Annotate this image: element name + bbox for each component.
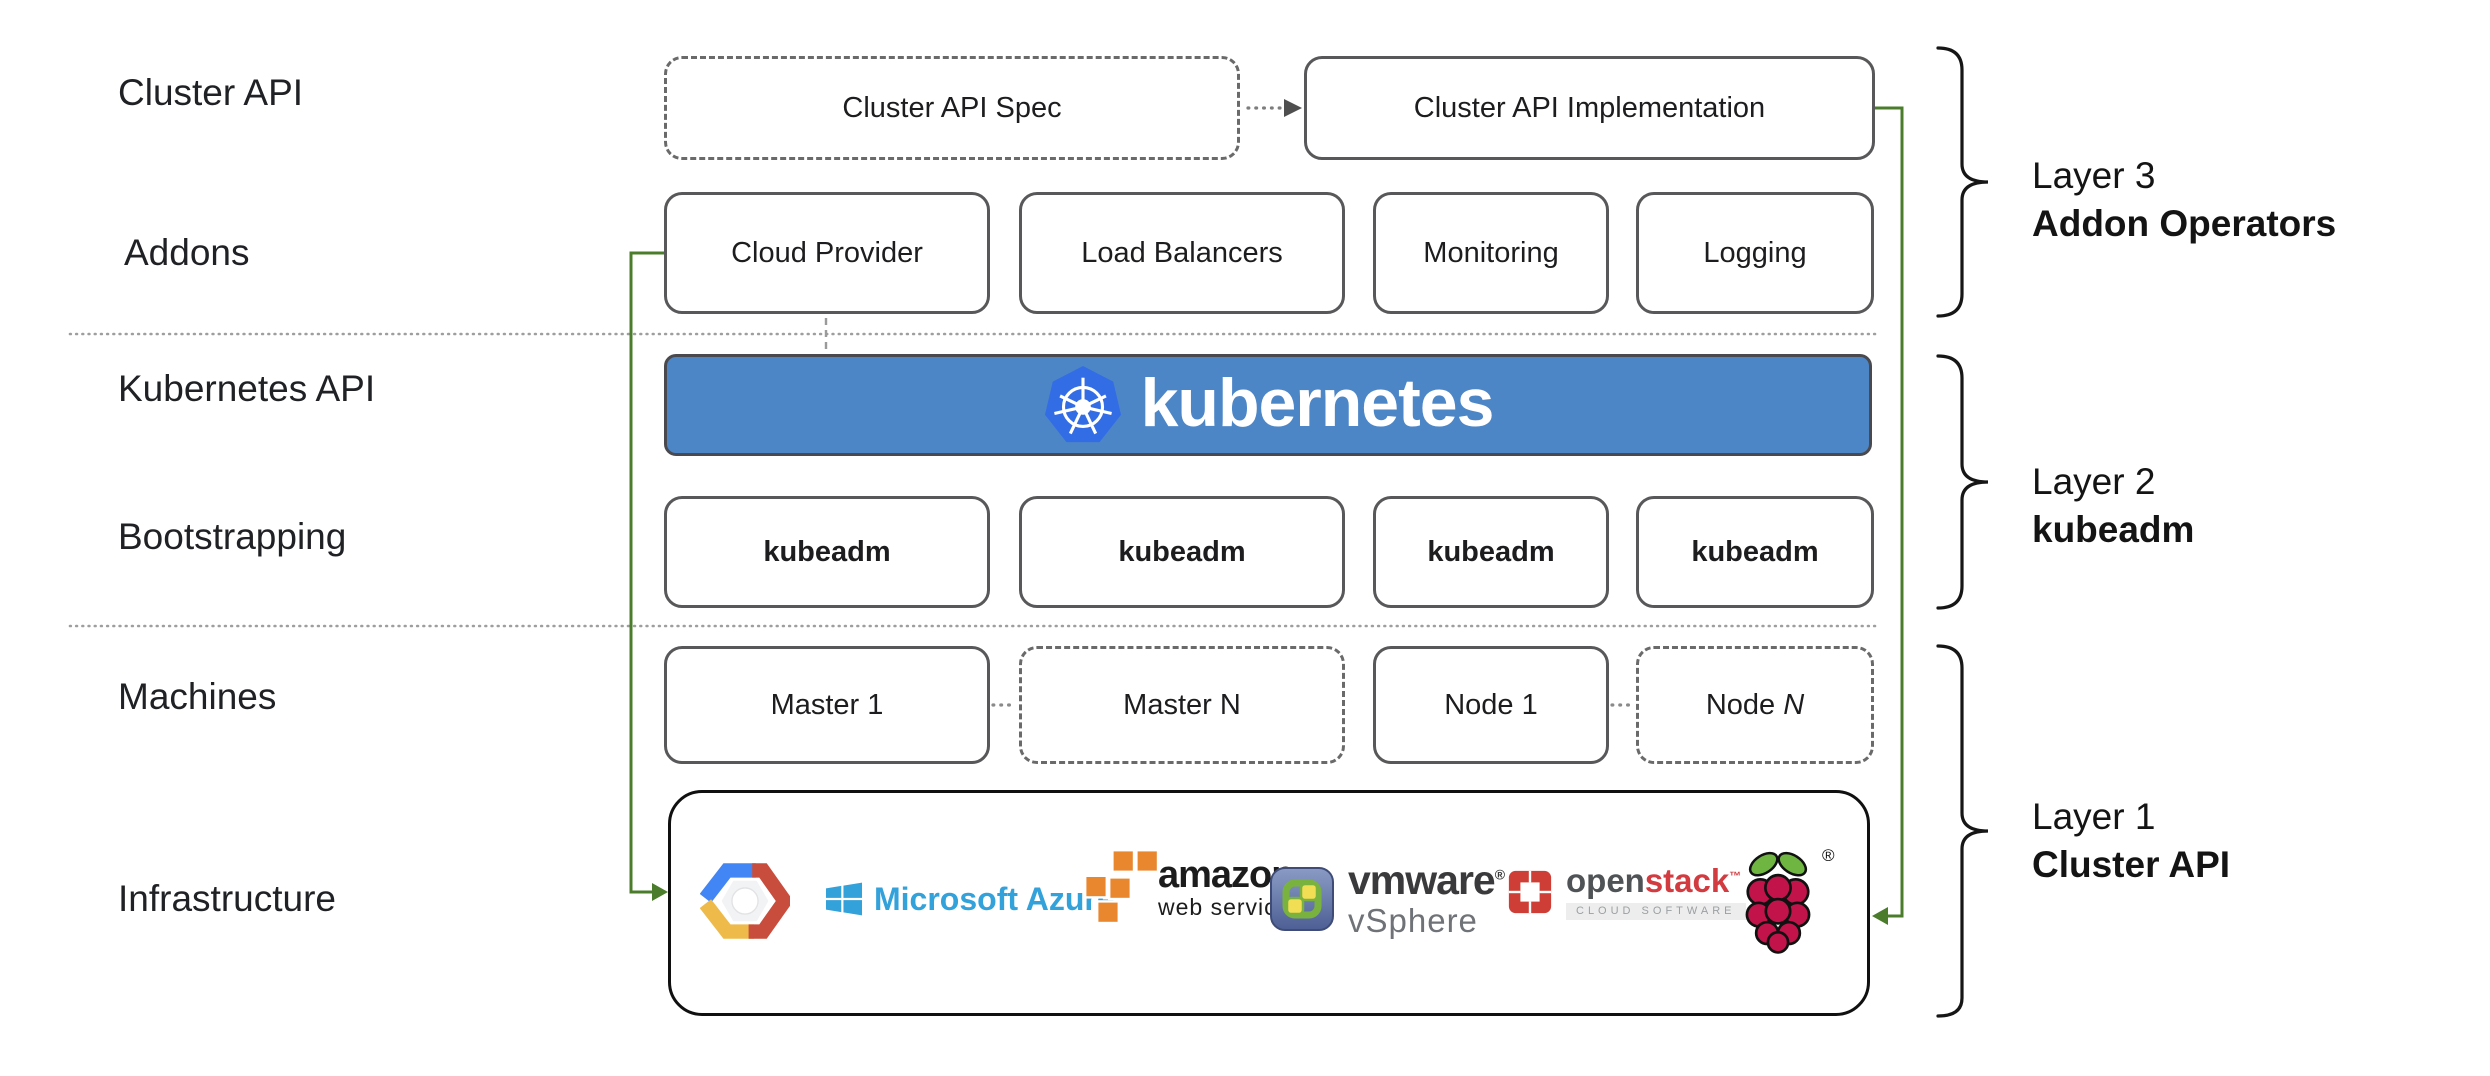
layer-2-subtitle: kubeadm	[2032, 509, 2195, 550]
cluster-api-implementation-box: Cluster API Implementation	[1304, 56, 1875, 160]
raspberry-pi-reg-mark: ®	[1822, 846, 1835, 865]
vsphere-tile-icon	[1270, 866, 1334, 931]
layer-1-brace	[1936, 644, 1989, 1018]
kubeadm-box-1: kubeadm	[664, 496, 990, 608]
vmware-label: vmware	[1348, 857, 1496, 903]
layer-2-brace	[1936, 354, 1989, 610]
kubeadm-box-4: kubeadm	[1636, 496, 1874, 608]
raspberry-pi-icon	[1745, 851, 1811, 954]
openstack-icon	[1508, 870, 1552, 914]
addon-box-logging: Logging	[1636, 192, 1874, 314]
machine-box-master-1: Master 1	[664, 646, 990, 764]
node-n-suffix: N	[1783, 688, 1805, 721]
right-green-arrowhead	[1872, 907, 1888, 925]
layer-3-brace	[1936, 46, 1989, 318]
layer-3-title: Layer 3	[2032, 155, 2156, 196]
google-cloud-logo	[700, 852, 790, 950]
openstack-tm-mark: ™	[1729, 869, 1742, 883]
vsphere-sublabel: vSphere	[1348, 902, 1478, 939]
addon-box-load-balancers: Load Balancers	[1019, 192, 1345, 314]
layer-1-subtitle: Cluster API	[2032, 844, 2231, 885]
layer-2-title: Layer 2	[2032, 461, 2156, 502]
openstack-logo: openstack™ CLOUD SOFTWARE	[1506, 864, 1746, 920]
row-label-machines: Machines	[118, 676, 277, 717]
machine-box-node-1: Node 1	[1373, 646, 1609, 764]
azure-label: Microsoft Azure	[874, 880, 1115, 917]
layer-1-label: Layer 1 Cluster API	[2032, 793, 2230, 889]
kubernetes-logo-icon	[1044, 365, 1121, 443]
openstack-label-stack: stack	[1644, 862, 1730, 899]
google-cloud-hexagon-icon	[700, 863, 790, 939]
row-label-bootstrapping: Bootstrapping	[118, 516, 347, 557]
kubernetes-banner: kubernetes	[664, 354, 1872, 456]
layer-2-label: Layer 2 kubeadm	[2032, 458, 2194, 554]
addon-box-monitoring: Monitoring	[1373, 192, 1609, 314]
row-label-cluster-api: Cluster API	[118, 72, 304, 113]
microsoft-azure-logo: Microsoft Azure	[826, 876, 1115, 922]
windows-flag-icon	[826, 882, 862, 916]
implementation-to-infrastructure-green-line	[1875, 106, 1904, 918]
cluster-api-spec-box: Cluster API Spec	[664, 56, 1240, 160]
layer-1-title: Layer 1	[2032, 796, 2156, 837]
kubernetes-wordmark: kubernetes	[1140, 365, 1495, 441]
aws-sublabel: web services	[1158, 893, 1303, 920]
left-green-arrowhead	[652, 883, 668, 901]
aws-cubes-icon	[1084, 849, 1160, 925]
openstack-label-open: open	[1566, 862, 1645, 899]
machine-box-master-n: Master N	[1019, 646, 1345, 764]
raspberry-pi-logo	[1736, 840, 1820, 964]
kubeadm-box-3: kubeadm	[1373, 496, 1609, 608]
layer-3-label: Layer 3 Addon Operators	[2032, 152, 2336, 248]
row-label-addons: Addons	[124, 232, 250, 273]
cloud-provider-to-infrastructure-green-line	[629, 251, 664, 894]
row-label-infrastructure: Infrastructure	[118, 878, 336, 919]
layer-3-subtitle: Addon Operators	[2032, 203, 2337, 244]
addon-box-cloud-provider: Cloud Provider	[664, 192, 990, 314]
spec-to-implementation-arrowhead	[1284, 99, 1302, 117]
vmware-vsphere-logo: vmware® vSphere	[1270, 857, 1505, 939]
vmware-reg-mark: ®	[1494, 866, 1505, 883]
openstack-sublabel: CLOUD SOFTWARE	[1566, 903, 1746, 920]
kubeadm-box-2: kubeadm	[1019, 496, 1345, 608]
row-label-kubernetes-api: Kubernetes API	[118, 368, 376, 409]
node-n-label: Node	[1705, 688, 1776, 721]
